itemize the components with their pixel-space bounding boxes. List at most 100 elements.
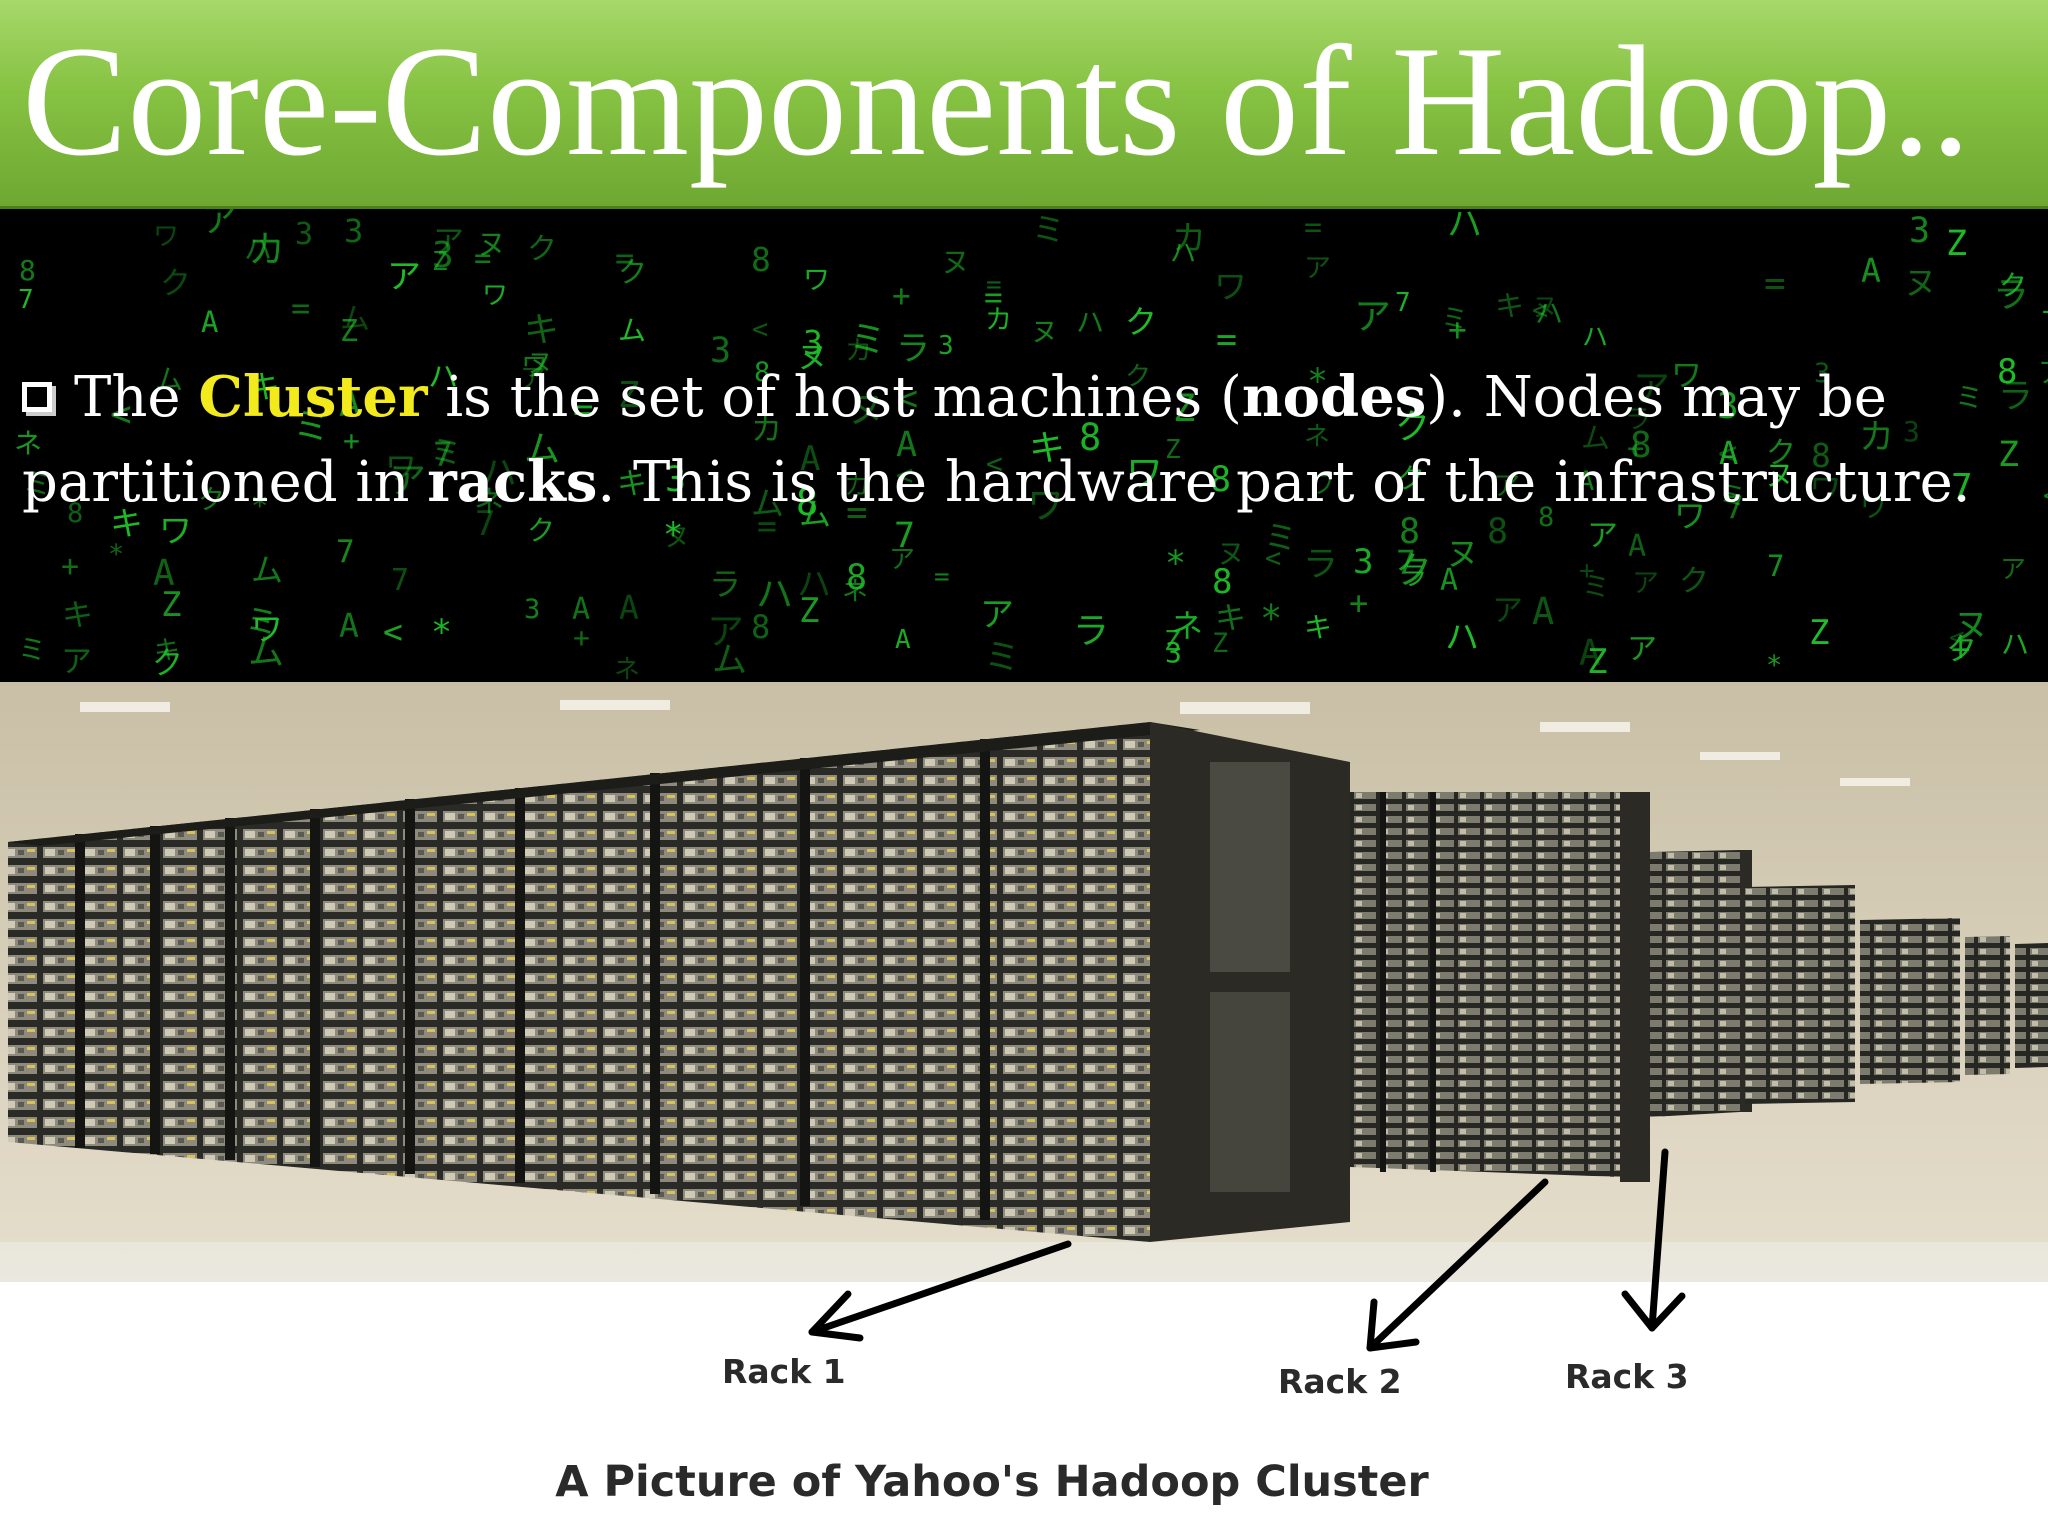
rack-1-label: Rack 1	[722, 1352, 846, 1391]
matrix-glyph: 7	[1767, 549, 1784, 583]
matrix-glyph: ム	[1581, 421, 1610, 455]
matrix-glyph: 3	[432, 235, 454, 276]
matrix-glyph: Z	[1164, 624, 1181, 657]
matrix-glyph: 8	[1079, 416, 1101, 459]
matrix-glyph: A	[153, 553, 175, 594]
matrix-glyph: A	[895, 625, 911, 655]
matrix-glyph: 8	[67, 498, 83, 529]
title-bar: Core-Components of Hadoop..	[0, 0, 2048, 209]
matrix-glyph: 3	[524, 594, 540, 625]
cluster-photo: Rack 1 Rack 2 Rack 3 A Picture of Yahoo'…	[0, 682, 2048, 1536]
matrix-glyph: 3	[1909, 211, 1930, 251]
matrix-glyph: ミ	[1264, 518, 1297, 557]
matrix-glyph: ミ	[984, 637, 1020, 678]
matrix-glyph: ア	[389, 459, 426, 502]
matrix-glyph: ア	[61, 644, 92, 680]
matrix-glyph: キ	[1304, 611, 1332, 644]
matrix-glyph: *	[1307, 362, 1328, 402]
matrix-glyph: *	[1766, 650, 1782, 681]
matrix-glyph: =	[846, 492, 868, 533]
matrix-glyph: 3	[1165, 636, 1182, 669]
matrix-glyph: Z	[340, 314, 358, 349]
bullet-paragraph: The Cluster is the set of host machines …	[22, 355, 2032, 525]
matrix-glyph: =	[474, 241, 491, 275]
matrix-glyph: ア	[1587, 518, 1618, 554]
matrix-glyph: ア	[520, 364, 546, 394]
matrix-glyph: ヌ	[941, 245, 970, 279]
matrix-glyph: ヌ	[797, 340, 828, 376]
matrix-glyph: 8	[1538, 502, 1554, 533]
matrix-glyph: ア	[1354, 295, 1391, 338]
matrix-glyph: ミ	[293, 405, 330, 448]
matrix-glyph: A	[800, 439, 820, 479]
matrix-glyph: ク	[152, 646, 183, 682]
matrix-glyph: <	[752, 314, 768, 345]
matrix-glyph: A	[896, 425, 917, 465]
keyword-cluster: Cluster	[198, 364, 428, 430]
matrix-glyph: <	[2043, 481, 2048, 511]
matrix-glyph: A	[572, 592, 590, 627]
matrix-glyph: カ	[985, 305, 1012, 336]
matrix-glyph: *	[663, 515, 683, 555]
matrix-glyph: <	[1265, 543, 1281, 574]
datacenter-illustration	[0, 682, 2048, 1536]
bullet-text-part2: is the set of host machines (	[427, 365, 1242, 430]
matrix-glyph: ハ	[1535, 297, 1563, 330]
matrix-glyph: ヌ	[1446, 534, 1479, 573]
matrix-glyph: <	[986, 447, 1003, 480]
matrix-glyph: ヌ	[477, 227, 506, 261]
matrix-glyph: 7	[475, 504, 495, 544]
matrix-glyph: キ	[1029, 428, 1065, 469]
matrix-glyph: 8	[846, 558, 867, 598]
matrix-glyph: ア	[980, 595, 1014, 635]
matrix-glyph: ア	[433, 224, 464, 260]
matrix-glyph: A	[619, 588, 639, 627]
matrix-glyph: 8	[796, 481, 818, 524]
matrix-glyph: <	[110, 394, 132, 435]
matrix-glyph: <	[1532, 295, 1548, 326]
matrix-glyph: 7	[18, 285, 34, 315]
matrix-glyph: ヌ	[527, 349, 553, 379]
matrix-glyph: ク	[527, 514, 555, 547]
matrix-glyph: ミ	[1582, 570, 1610, 603]
matrix-glyph: ワ	[521, 352, 548, 383]
matrix-glyph: A	[201, 305, 218, 339]
matrix-glyph: =	[984, 280, 1003, 316]
matrix-glyph: A	[1719, 434, 1738, 472]
matrix-glyph: ヌ	[1765, 458, 1794, 492]
matrix-glyph: ク	[1946, 632, 1977, 668]
matrix-glyph: ワ	[1027, 484, 1064, 527]
bullet-text-part3: ). Nodes may be partitioned in	[22, 365, 1887, 515]
matrix-glyph: ア	[889, 545, 915, 575]
matrix-glyph: キ	[154, 636, 180, 666]
matrix-glyph: ク	[527, 232, 557, 267]
matrix-glyph: ク	[1397, 462, 1425, 495]
matrix-glyph: 8	[1399, 512, 1420, 552]
matrix-glyph: A	[1532, 590, 1554, 633]
matrix-glyph: ミ	[1441, 304, 1468, 335]
matrix-glyph: ア	[1633, 367, 1670, 410]
matrix-glyph: ム	[751, 484, 784, 523]
matrix-glyph: ハ	[1076, 306, 1104, 339]
matrix-glyph: キ	[248, 368, 280, 406]
matrix-glyph: *	[251, 489, 268, 523]
matrix-glyph: ム	[340, 302, 370, 337]
matrix-glyph: 7	[1951, 467, 1973, 508]
matrix-glyph: ク	[1125, 362, 1151, 392]
matrix-glyph: ム	[618, 314, 646, 347]
matrix-glyph: ワ	[385, 449, 417, 487]
matrix-glyph: ワ	[1671, 358, 1702, 394]
matrix-glyph: 3	[344, 212, 363, 250]
matrix-glyph: 3	[938, 331, 954, 361]
matrix-glyph: ク	[1125, 303, 1157, 341]
matrix-glyph: ア	[1493, 471, 1520, 502]
matrix-glyph: キ	[617, 467, 647, 502]
matrix-glyph: *	[1260, 597, 1282, 640]
matrix-glyph: ク	[198, 485, 225, 516]
matrix-glyph: ヌ	[1217, 537, 1245, 570]
matrix-glyph: +	[1627, 431, 1644, 465]
matrix-glyph: ム	[155, 363, 183, 396]
matrix-glyph: ア	[387, 257, 421, 297]
matrix-glyph: A	[339, 606, 359, 645]
